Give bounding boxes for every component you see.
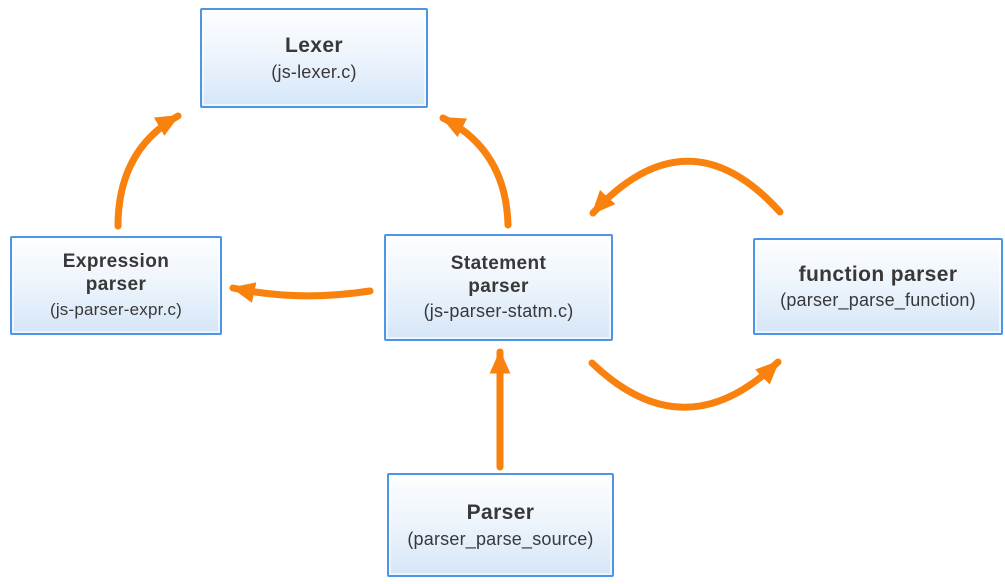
arrow-expression-parser-to-lexer (114, 112, 182, 230)
node-statement-parser-subtitle: (js-parser-statm.c) (423, 301, 574, 322)
node-expression-parser: Expression parser (js-parser-expr.c) (10, 236, 222, 335)
node-lexer: Lexer (js-lexer.c) (200, 8, 428, 108)
arrow-statement-parser-to-expression-parser (229, 282, 374, 303)
node-expression-parser-title: Expression parser (62, 251, 170, 295)
node-statement-parser: Statement parser (js-parser-statm.c) (384, 234, 613, 341)
node-function-parser: function parser (parser_parse_function) (753, 238, 1003, 335)
node-expression-parser-subtitle: (js-parser-expr.c) (49, 299, 183, 319)
arrow-statement-parser-to-function-parser (588, 358, 782, 411)
node-parser-title: Parser (466, 501, 535, 525)
node-parser-subtitle: (parser_parse_source) (407, 528, 594, 549)
node-function-parser-subtitle: (parser_parse_function) (780, 290, 976, 311)
node-lexer-title: Lexer (284, 34, 344, 58)
node-function-parser-title: function parser (798, 262, 958, 286)
arrow-function-parser-to-statement-parser (589, 157, 784, 217)
arrow-statement-parser-to-lexer (439, 114, 512, 229)
node-lexer-subtitle: (js-lexer.c) (271, 61, 357, 82)
node-parser: Parser (parser_parse_source) (387, 473, 614, 577)
node-statement-parser-title: Statement parser (450, 252, 547, 297)
